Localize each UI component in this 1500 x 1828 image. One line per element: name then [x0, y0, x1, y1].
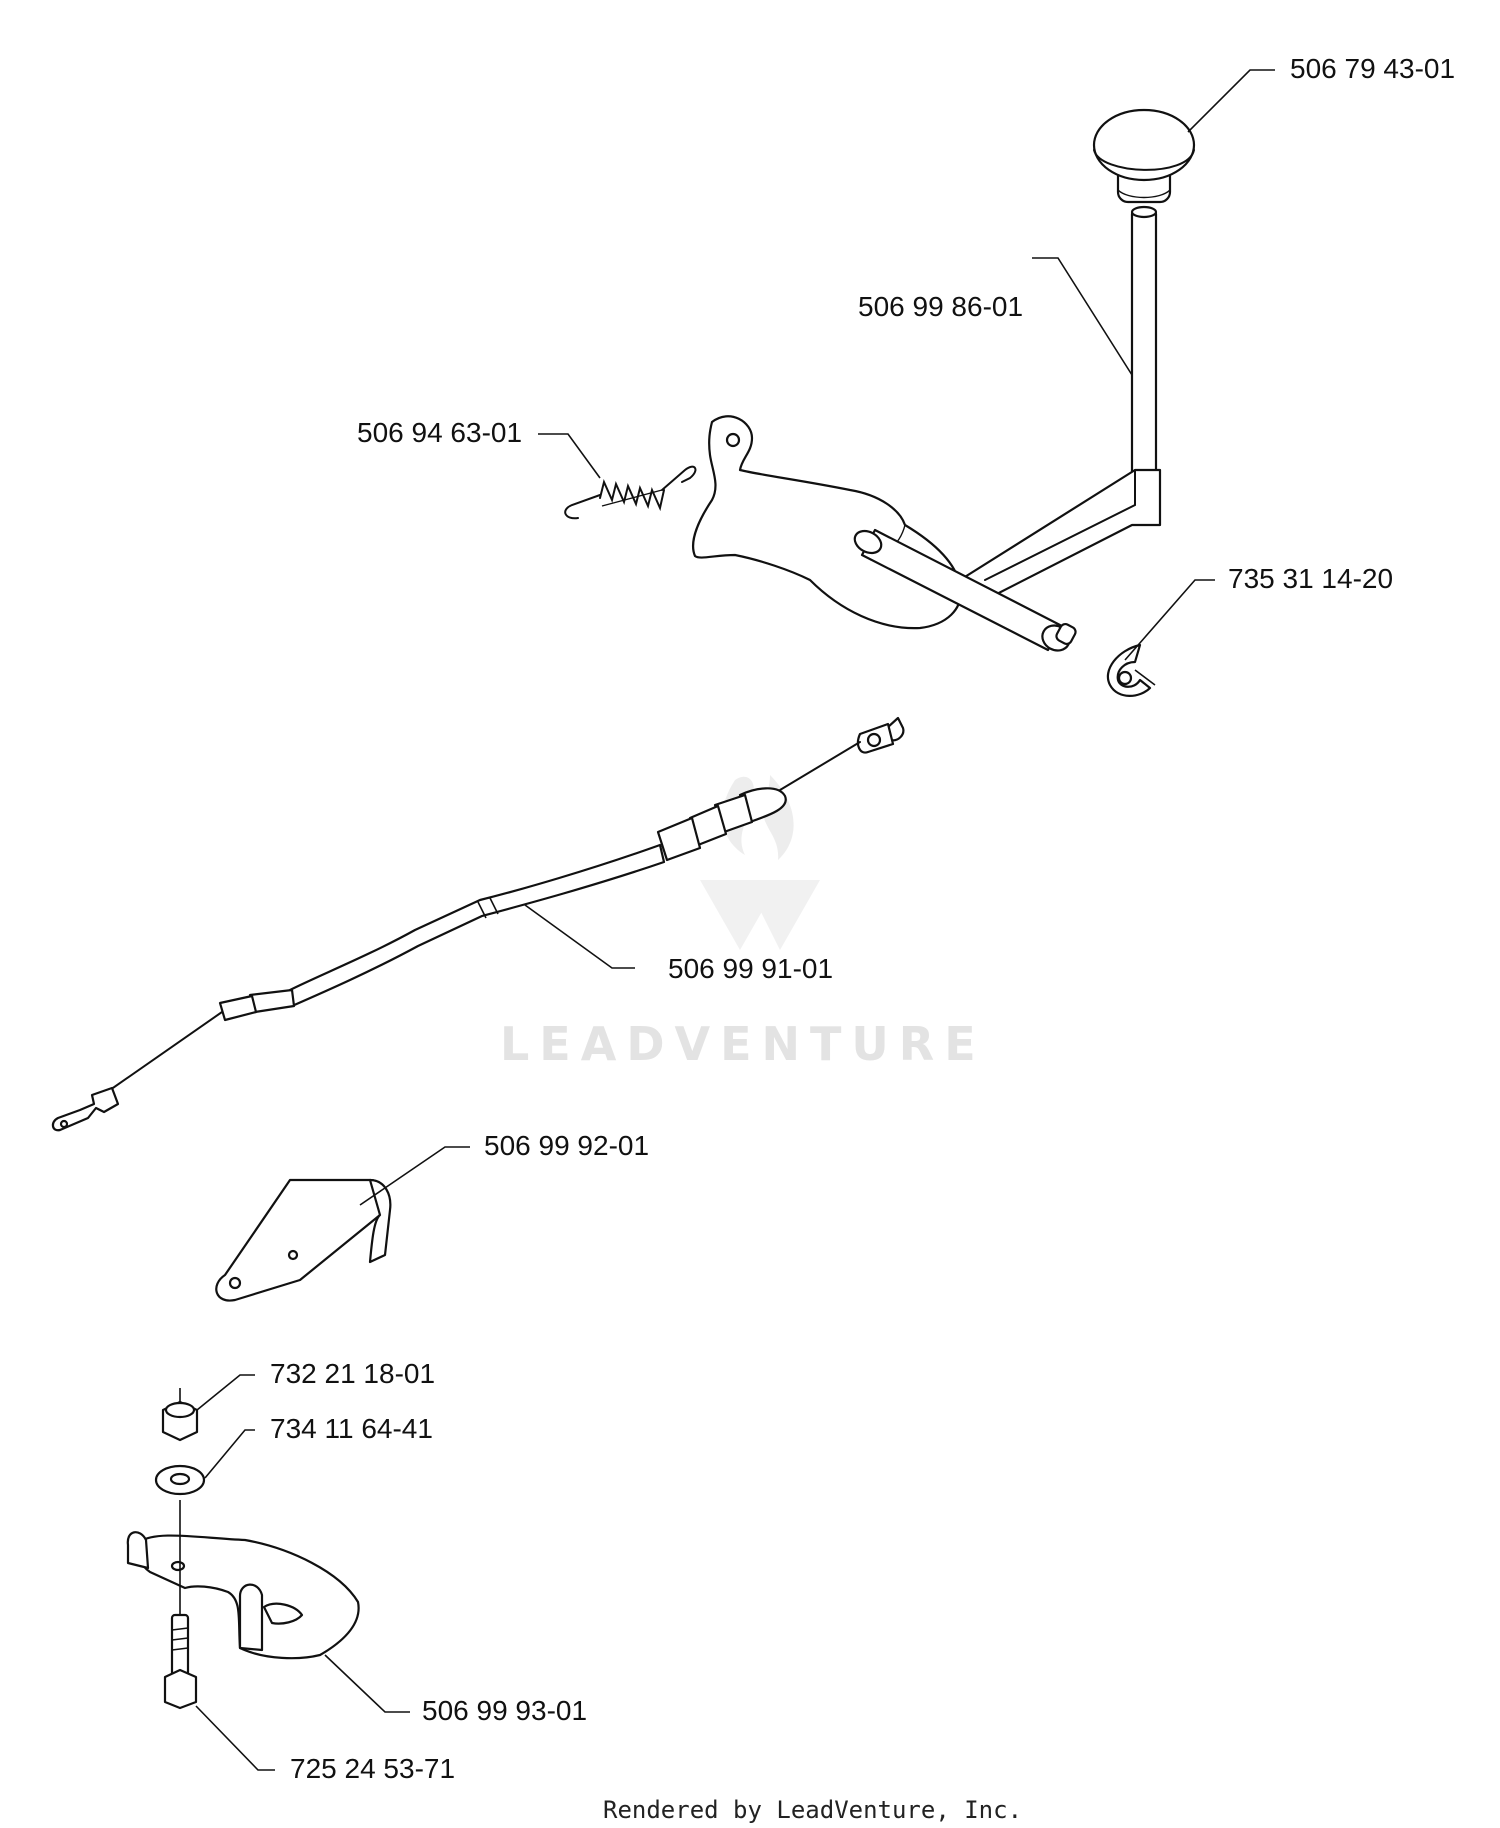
- label-bracket: 506 99 92-01: [484, 1130, 649, 1161]
- sector-plate-part: [692, 415, 962, 630]
- lever-plate-part: [126, 1500, 360, 1660]
- label-lever-plate: 506 99 93-01: [422, 1695, 587, 1726]
- washer-part: [154, 1464, 206, 1496]
- cable-part: [51, 716, 905, 1132]
- footer-credit: Rendered by LeadVenture, Inc.: [603, 1796, 1022, 1824]
- label-nut: 732 21 18-01: [270, 1358, 435, 1389]
- bolt-part: [163, 1613, 198, 1710]
- label-spring: 506 94 63-01: [357, 417, 522, 448]
- label-bolt: 725 24 53-71: [290, 1753, 455, 1784]
- nut-part: [161, 1388, 199, 1442]
- label-knob: 506 79 43-01: [1290, 53, 1455, 84]
- label-clip: 735 31 14-20: [1228, 563, 1393, 594]
- clip-part: [1106, 643, 1156, 697]
- watermark-text: LEADVENTURE: [500, 1017, 986, 1071]
- label-lever-rod: 506 99 86-01: [858, 291, 1023, 322]
- spring-part: [564, 465, 697, 520]
- bracket-part: [215, 1178, 392, 1302]
- label-washer: 734 11 64-41: [270, 1413, 433, 1444]
- label-cable: 506 99 91-01: [668, 953, 833, 984]
- shaft-part: [853, 528, 1077, 652]
- lever-rod-part: [958, 205, 1162, 602]
- leader-lines: [195, 69, 1275, 1771]
- knob-part: [1092, 108, 1196, 204]
